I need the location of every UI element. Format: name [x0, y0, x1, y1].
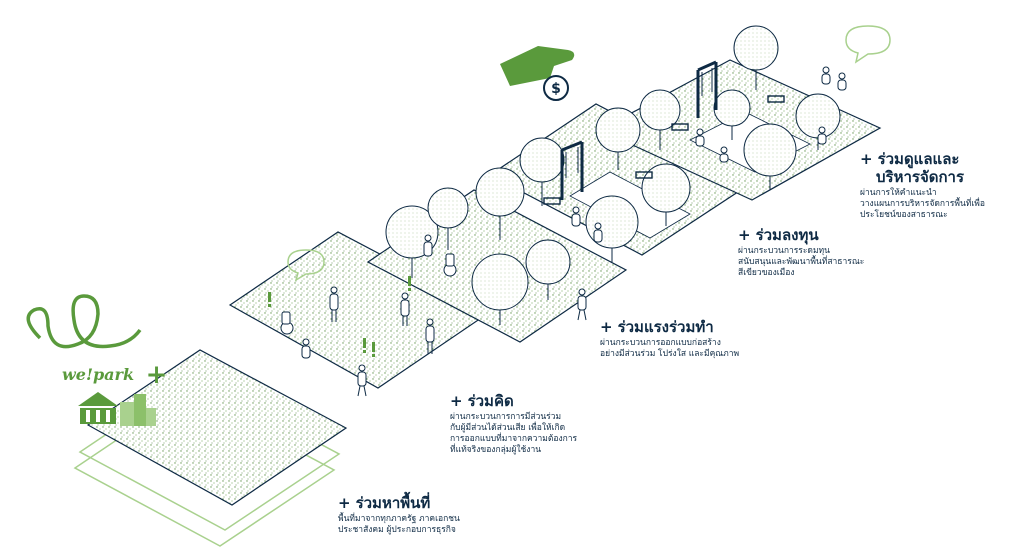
- svg-text:$: $: [551, 81, 561, 97]
- person-icon: [357, 364, 367, 397]
- city-building-icon: [120, 394, 156, 426]
- brand-name: we!park +: [62, 360, 167, 390]
- step-maintain: +ร่วมดูแลและบริหารจัดการ ผ่านการให้คำแนะ…: [860, 150, 985, 221]
- person-icon: [301, 338, 311, 359]
- person-icon: [695, 128, 705, 147]
- bench-icon: [543, 95, 785, 205]
- tree-icon: [585, 195, 639, 262]
- tile-find-space: [86, 349, 348, 506]
- tree-icon: [525, 239, 571, 300]
- step-description: พื้นที่มาจากทุกภาครัฐ ภาคเอกชนประชาสังคม…: [338, 514, 460, 535]
- step-description: ผ่านกระบวนการออกแบบก่อสร้างอย่างมีส่วนร่…: [600, 338, 740, 359]
- speech-bubble-icon: [845, 25, 891, 64]
- person-icon: [571, 206, 581, 227]
- wheelchair-icon: [443, 253, 457, 277]
- person-icon: [837, 72, 847, 91]
- wepark-logo-loop: [26, 294, 142, 349]
- step-description: ผ่านกระบวนการการมีส่วนร่วมกับผู้มีส่วนได…: [450, 412, 578, 455]
- tree-icon: [641, 163, 691, 226]
- money-hand-icon: $: [500, 46, 575, 101]
- tree-icon: [519, 137, 565, 206]
- exclamation-icons: [268, 276, 411, 357]
- step-title: +ร่วมแรงร่วมทำ: [600, 318, 714, 336]
- wheelchair-icon: [280, 311, 294, 335]
- swing-icon: [560, 140, 584, 200]
- swing-icon: [696, 60, 718, 118]
- government-building-icon: [78, 392, 118, 424]
- tree-icon: [713, 89, 751, 140]
- people: [280, 66, 847, 397]
- step-find-space: +ร่วมหาพื้นที่ พื้นที่มาจากทุกภาครัฐ ภาค…: [338, 494, 460, 536]
- person-icon: [719, 146, 729, 163]
- speech-bubble-icon: [287, 249, 325, 282]
- person-icon: [577, 288, 587, 321]
- brand-plus: +: [145, 360, 168, 390]
- person-icon: [423, 234, 433, 257]
- tree-icon: [639, 89, 681, 150]
- step-title: +ร่วมคิด: [450, 392, 514, 410]
- person-icon: [400, 292, 410, 326]
- step-title: +ร่วมหาพื้นที่: [338, 494, 431, 512]
- step-build: +ร่วมแรงร่วมทำ ผ่านกระบวนการออกแบบก่อสร้…: [600, 318, 739, 360]
- person-icon: [821, 66, 831, 85]
- person-icon: [329, 286, 339, 322]
- person-icon: [425, 318, 435, 354]
- tree-icon: [743, 123, 797, 190]
- tree-icon: [471, 253, 529, 325]
- tree-icon: [427, 187, 469, 250]
- person-icon: [817, 126, 827, 145]
- step-description: ผ่านการให้คำแนะนำวางแผนการบริหารจัดการพื…: [860, 188, 985, 220]
- step-think: +ร่วมคิด ผ่านกระบวนการการมีส่วนร่วมกับผู…: [450, 392, 577, 456]
- brand-wordmark: we!park: [62, 365, 135, 384]
- person-icon: [593, 222, 603, 243]
- step-title: +ร่วมลงทุน: [738, 226, 819, 244]
- tree-icon: [595, 107, 641, 170]
- step-invest: +ร่วมลงทุน ผ่านกระบวนการระดมทุนสนับสนุนแ…: [738, 226, 864, 279]
- tree-icon: [475, 167, 525, 240]
- step-description: ผ่านกระบวนการระดมทุนสนับสนุนและพัฒนาพื้น…: [738, 246, 865, 278]
- tree-icon: [733, 25, 779, 90]
- step-title: +ร่วมดูแลและบริหารจัดการ: [860, 150, 965, 186]
